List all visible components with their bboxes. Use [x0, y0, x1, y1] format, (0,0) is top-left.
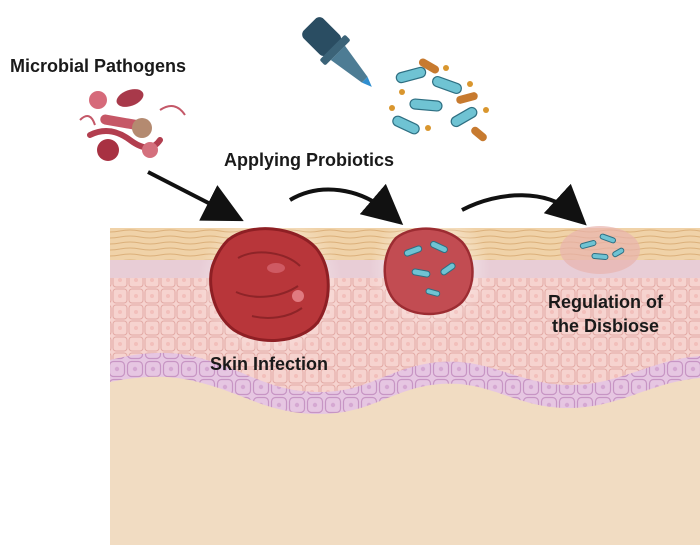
- probiotic-rods: [403, 240, 456, 297]
- label-skin-infection: Skin Infection: [210, 354, 329, 374]
- label-applying-probiotics: Applying Probiotics: [224, 150, 395, 170]
- arrow-probiotic-to-regulation: [461, 183, 587, 226]
- process-arrows: [147, 170, 587, 226]
- probiotic-cluster-icon: [389, 58, 489, 142]
- label-microbial-pathogens: Microbial Pathogens: [10, 56, 187, 76]
- arrow-infection-to-probiotic: [288, 183, 404, 226]
- treated-lesion: [370, 208, 490, 328]
- infection-lesion: [198, 210, 342, 354]
- basal-layer: [110, 352, 700, 414]
- label-regulation-line2: the Disbiose: [551, 316, 660, 336]
- label-regulation-line1: Regulation of: [548, 292, 663, 312]
- pathogen-cluster-icon: [79, 89, 186, 161]
- label-regulation: Regulation of the Disbiose: [548, 290, 663, 338]
- regulated-site: [560, 226, 640, 274]
- dropper-icon: [302, 17, 372, 87]
- arrow-pathogen-to-infection: [147, 170, 244, 222]
